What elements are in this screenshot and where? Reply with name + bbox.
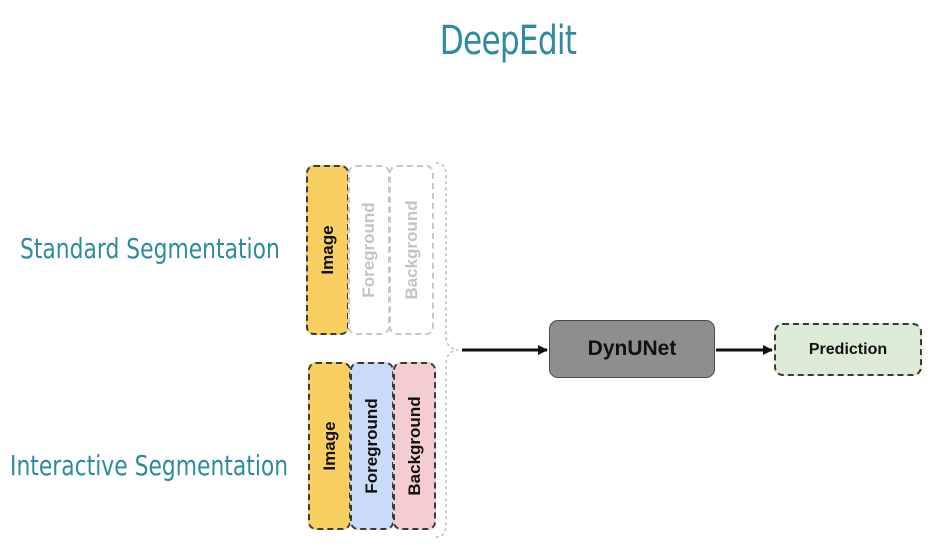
prediction-label: Prediction bbox=[808, 340, 888, 358]
standard-background-channel: Background bbox=[389, 165, 434, 335]
dynunet-block: DynUNet bbox=[549, 320, 715, 378]
interactive-background-channel: Background bbox=[393, 362, 436, 530]
input-group-brace bbox=[435, 162, 459, 538]
dynunet-label: DynUNet bbox=[587, 337, 677, 360]
standard-foreground-channel: Foreground bbox=[348, 165, 390, 335]
interactive-foreground-channel: Foreground bbox=[350, 362, 394, 530]
diagram-title: DeepEdit bbox=[439, 18, 577, 64]
interactive-segmentation-label: Interactive Segmentation bbox=[10, 449, 289, 482]
standard-segmentation-label: Standard Segmentation bbox=[20, 232, 280, 265]
prediction-block: Prediction bbox=[774, 323, 922, 376]
